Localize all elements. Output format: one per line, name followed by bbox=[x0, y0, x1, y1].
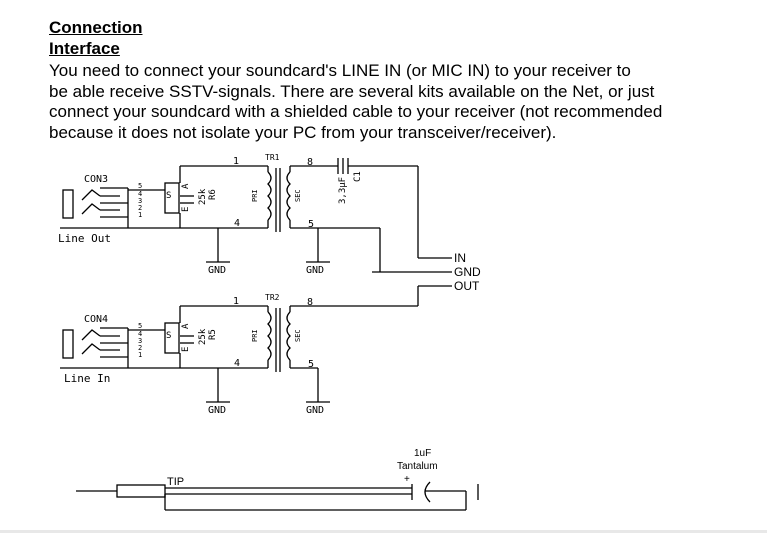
tr1-secondary-coil bbox=[286, 171, 291, 221]
pot-terminal-label: S bbox=[166, 331, 171, 341]
cable-cap-type: Tantalum bbox=[397, 461, 438, 472]
con4-jack-symbol bbox=[62, 329, 74, 359]
pin-label: 8 bbox=[307, 297, 313, 308]
connector-labels: IN GND OUT TIP 1uF Tantalum + bbox=[167, 251, 481, 488]
schematic-wiring bbox=[60, 158, 479, 511]
potentiometer-r6 bbox=[164, 182, 180, 214]
con3-jack-symbol bbox=[62, 189, 74, 219]
paragraph-line: connect your soundcard with a shielded c… bbox=[49, 102, 663, 121]
pri-label: PRI bbox=[251, 329, 259, 342]
cap-value-label: 3,3µF bbox=[338, 177, 348, 204]
tr1-primary-coil bbox=[267, 171, 272, 221]
jack-pin-label: 3 bbox=[138, 337, 142, 345]
pot-terminal-label: A bbox=[181, 323, 191, 329]
jack-pin-label: 5 bbox=[138, 182, 142, 190]
pri-label: PRI bbox=[251, 189, 259, 202]
jack-pin-label: 4 bbox=[138, 330, 142, 338]
jack-pin-label: 2 bbox=[138, 204, 142, 212]
jack-pin-label: 1 bbox=[138, 351, 142, 359]
gnd-label: GND bbox=[208, 405, 226, 416]
pin-label: 8 bbox=[307, 157, 313, 168]
intro-paragraph: You need to connect your soundcard's LIN… bbox=[49, 61, 749, 143]
heading-interface: Interface bbox=[49, 39, 120, 58]
c1-label: C1 bbox=[353, 171, 363, 182]
gnd-connector-label: GND bbox=[454, 265, 481, 279]
pot-terminal-label: E bbox=[181, 347, 191, 352]
pin-label: 1 bbox=[233, 296, 239, 307]
pin-label: 4 bbox=[234, 218, 240, 229]
paragraph-line: because it does not isolate your PC from… bbox=[49, 122, 557, 142]
gnd-label: GND bbox=[208, 265, 226, 276]
pot-terminal-label: A bbox=[181, 183, 191, 189]
tr2-secondary-coil bbox=[286, 311, 291, 361]
jack-pin-label: 1 bbox=[138, 211, 142, 219]
line-in-label: Line In bbox=[64, 372, 110, 385]
pot-value-label: 25k bbox=[198, 328, 208, 345]
r5-label: R5 bbox=[208, 329, 218, 340]
jack-pin-label: 5 bbox=[138, 322, 142, 330]
bottom-divider bbox=[0, 530, 767, 533]
jack-pin-label: 4 bbox=[138, 190, 142, 198]
tr2-primary-coil bbox=[267, 311, 272, 361]
gnd-label: GND bbox=[306, 265, 324, 276]
pin-label: 5 bbox=[308, 359, 314, 370]
jack-pin-label: 3 bbox=[138, 197, 142, 205]
con4-label: CON4 bbox=[84, 314, 108, 325]
out-label: OUT bbox=[454, 279, 480, 293]
in-label: IN bbox=[454, 251, 466, 265]
line-out-label: Line Out bbox=[58, 232, 111, 245]
con3-label: CON3 bbox=[84, 174, 108, 185]
plug-sleeve bbox=[116, 484, 166, 498]
sec-label: SEC bbox=[294, 189, 302, 202]
pin-label: 4 bbox=[234, 358, 240, 369]
sec-label: SEC bbox=[294, 329, 302, 342]
pot-terminal-label: E bbox=[181, 207, 191, 212]
cable-cap-polarity: + bbox=[404, 474, 410, 485]
paragraph-line: be able receive SSTV-signals. There are … bbox=[49, 81, 655, 101]
tr2-label: TR2 bbox=[265, 293, 280, 302]
pot-terminal-label: S bbox=[166, 191, 171, 201]
tip-label: TIP bbox=[167, 476, 184, 488]
pot-value-label: 25k bbox=[198, 188, 208, 205]
jack-pin-label: 2 bbox=[138, 344, 142, 352]
tr1-label: TR1 bbox=[265, 153, 280, 162]
gnd-label: GND bbox=[306, 405, 324, 416]
cable-cap-value: 1uF bbox=[414, 448, 431, 459]
potentiometer-r5 bbox=[164, 322, 180, 354]
r6-label: R6 bbox=[208, 189, 218, 200]
paragraph-line: You need to connect your soundcard's LIN… bbox=[49, 61, 631, 80]
heading-connection: Connection bbox=[49, 18, 143, 37]
tantalum-cap-curve bbox=[424, 481, 431, 503]
pin-label: 1 bbox=[233, 156, 239, 167]
schematic-labels: CON3 Line Out CON4 Line In TR1 TR2 GND G… bbox=[58, 153, 363, 416]
pin-label: 5 bbox=[308, 219, 314, 230]
